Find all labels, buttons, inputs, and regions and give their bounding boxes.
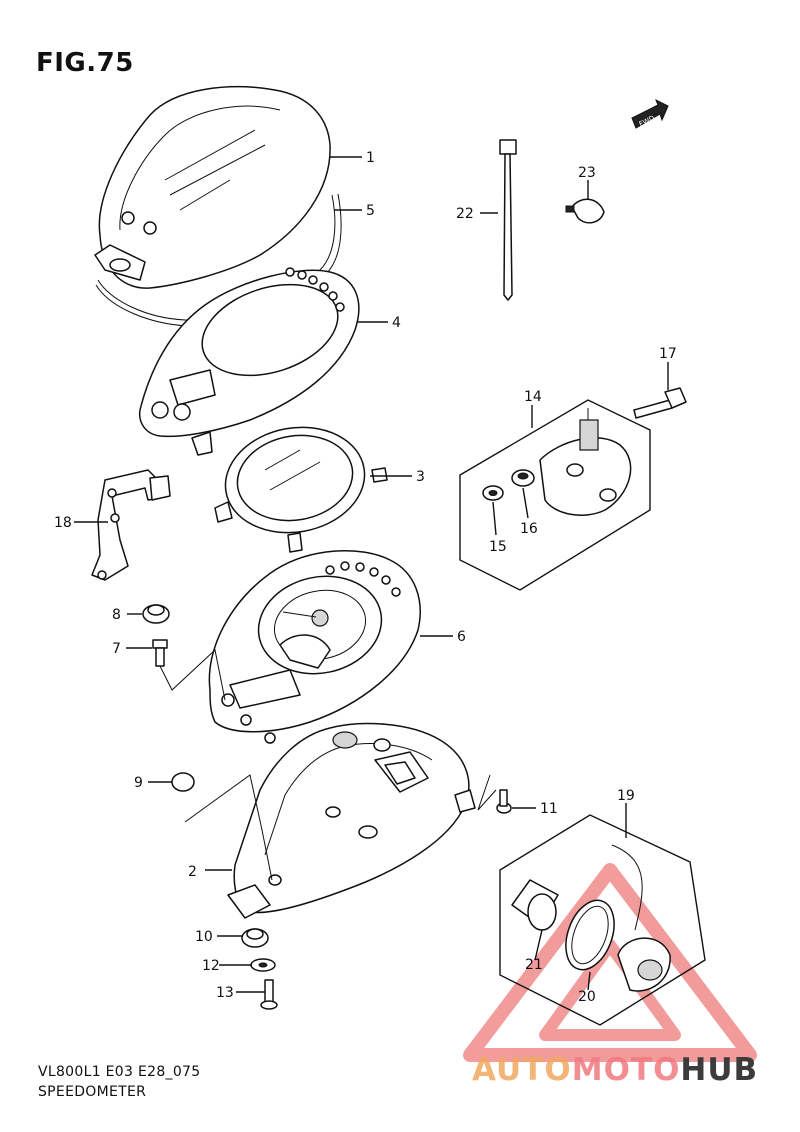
callout-4: 4	[392, 315, 401, 331]
watermark-triangle-icon	[463, 863, 757, 1062]
cushion-16-part	[511, 469, 535, 487]
harness-group-box	[499, 814, 706, 1026]
callout-8: 8	[112, 607, 121, 623]
bezel-frame-part	[138, 267, 360, 456]
watermark-logo: AUTOMOTOHUB	[472, 1052, 758, 1088]
gauge-assembly-part	[208, 549, 421, 744]
bracket-part	[91, 469, 171, 581]
callout-18: 18	[54, 515, 72, 531]
bolt-7-part	[152, 639, 226, 701]
sensor-group-box	[459, 399, 651, 591]
meter-cover-part	[94, 85, 331, 289]
callout-11: 11	[540, 801, 558, 817]
grommet-10-part	[241, 928, 269, 948]
callout-labels: 1 2 3 4 5 6 7 8 9 10 11 12 13 14 15 16 1…	[54, 150, 677, 1005]
holder-21-part	[511, 879, 559, 931]
clamp-part	[565, 198, 605, 224]
callout-6: 6	[457, 629, 466, 645]
callout-5: 5	[366, 203, 375, 219]
cap-9-part	[171, 772, 273, 881]
collar-15-part	[482, 485, 504, 501]
callout-7: 7	[112, 641, 121, 657]
callout-20: 20	[578, 989, 596, 1005]
bolt-17-part	[633, 387, 687, 419]
callout-2: 2	[188, 864, 197, 880]
callout-12: 12	[202, 958, 220, 974]
model-code: VL800L1 E03 E28_075	[38, 1064, 201, 1080]
callout-14: 14	[524, 389, 542, 405]
watermark-moto: MOTO	[572, 1052, 681, 1088]
callout-15: 15	[489, 539, 507, 555]
leader-lines	[74, 156, 669, 993]
cable-tie-part	[499, 139, 517, 301]
washer-12-part	[250, 958, 276, 972]
callout-23: 23	[578, 165, 596, 181]
callout-21: 21	[525, 957, 543, 973]
callout-22: 22	[456, 206, 474, 222]
callout-19: 19	[617, 788, 635, 804]
grommet-8-part	[142, 604, 170, 624]
seal-20-part	[565, 899, 615, 971]
screw-13-part	[260, 979, 278, 1010]
callout-1: 1	[366, 150, 375, 166]
screw-11-part	[477, 774, 512, 814]
svg-text:AUTOMOTOHUB: AUTOMOTOHUB	[472, 1052, 758, 1088]
callout-13: 13	[216, 985, 234, 1001]
callout-16: 16	[520, 521, 538, 537]
callout-17: 17	[659, 346, 677, 362]
fwd-arrow-icon: FWD	[631, 98, 669, 129]
callout-9: 9	[134, 775, 143, 791]
watermark-auto: AUTO	[472, 1052, 572, 1088]
figure-title: FIG.75	[36, 48, 134, 78]
figure-caption: SPEEDOMETER	[38, 1084, 147, 1100]
callout-10: 10	[195, 929, 213, 945]
rear-case-part	[227, 722, 476, 919]
lens-ring-part	[214, 426, 388, 553]
watermark-hub: HUB	[680, 1052, 758, 1088]
callout-3: 3	[416, 469, 425, 485]
